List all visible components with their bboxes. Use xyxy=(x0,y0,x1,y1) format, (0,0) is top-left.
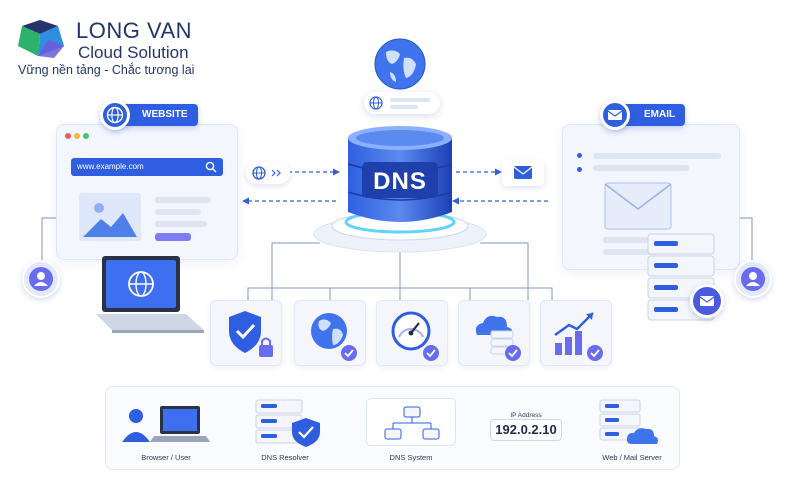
logo-brand-subtitle: Cloud Solution xyxy=(78,43,189,62)
ip-address-value: 192.0.2.10 xyxy=(495,422,557,437)
mail-icon xyxy=(600,100,630,130)
laptop-icon xyxy=(96,256,204,333)
feature-tile-speed xyxy=(376,300,448,366)
email-body-line xyxy=(603,237,673,243)
sidebar-dot xyxy=(577,167,582,172)
content-line xyxy=(155,221,207,227)
flow-step-label: DNS Resolver xyxy=(261,453,309,462)
logo-brand-name: LONG VAN xyxy=(76,18,193,43)
user-avatar-left xyxy=(22,260,60,298)
feature-tile-security xyxy=(210,300,282,366)
server-cloud-icon xyxy=(599,399,658,444)
feature-tile-growth xyxy=(540,300,612,366)
dns-label: DNS xyxy=(373,168,427,195)
url-bar[interactable]: www.example.com xyxy=(71,158,223,176)
email-header-line xyxy=(593,165,689,171)
cloud-server-icon xyxy=(475,315,521,361)
content-line xyxy=(155,197,211,203)
chip-line xyxy=(390,98,430,102)
content-line xyxy=(155,209,201,215)
user-icon xyxy=(741,267,765,291)
logo: LONG VAN Cloud Solution Vững nền tảng - … xyxy=(14,12,214,82)
mail-badge-icon xyxy=(699,296,715,306)
dns-cylinder xyxy=(313,126,487,253)
logo-slogan: Vững nền tảng - Chắc tương lai xyxy=(18,63,195,77)
flow-step-label: DNS System xyxy=(389,453,433,462)
mail-node xyxy=(502,160,544,186)
website-tag: WEBSITE xyxy=(110,104,198,126)
image-placeholder xyxy=(79,193,141,241)
world-globe-icon xyxy=(374,38,426,90)
speedometer-icon xyxy=(391,311,439,361)
window-dot-green xyxy=(83,133,89,139)
chip-line xyxy=(390,105,418,109)
window-dot-yellow xyxy=(74,133,80,139)
website-panel: www.example.com xyxy=(56,124,238,260)
globe-arrows-icon xyxy=(252,166,281,180)
logo-mark-icon xyxy=(18,20,64,58)
window-dot-red xyxy=(65,133,71,139)
sidebar-dot xyxy=(577,153,582,158)
url-chip xyxy=(364,92,440,114)
mail-badge xyxy=(690,284,724,318)
user-laptop-icon xyxy=(122,406,210,442)
content-button[interactable] xyxy=(155,233,191,241)
website-tag-label: WEBSITE xyxy=(142,109,188,120)
feature-tile-cloud xyxy=(458,300,530,366)
ip-address-label: IP Address xyxy=(510,412,542,419)
email-header-line xyxy=(593,153,721,159)
search-icon[interactable] xyxy=(205,161,217,173)
dns-system-icon xyxy=(384,406,440,440)
url-text: www.example.com xyxy=(77,162,144,171)
growth-chart-icon xyxy=(554,312,603,361)
server-shield-icon xyxy=(255,399,320,447)
image-icon xyxy=(83,203,137,237)
envelope-large-icon xyxy=(604,182,672,230)
globe-icon xyxy=(100,100,130,130)
globe-check-icon xyxy=(311,313,357,361)
user-icon xyxy=(29,267,53,291)
flow-step-label: Web / Mail Server xyxy=(602,453,662,462)
envelope-icon xyxy=(513,166,533,179)
user-avatar-right xyxy=(734,260,772,298)
globe-node xyxy=(246,162,290,184)
email-tag: EMAIL xyxy=(612,104,686,126)
ip-address-box: 192.0.2.10 xyxy=(490,419,562,441)
dns-system-box xyxy=(366,398,456,446)
globe-icon xyxy=(369,96,383,110)
email-body-line xyxy=(603,249,657,255)
shield-lock-icon xyxy=(229,311,273,357)
feature-tile-global xyxy=(294,300,366,366)
flow-step-label: Browser / User xyxy=(141,453,191,462)
email-tag-label: EMAIL xyxy=(644,109,676,120)
